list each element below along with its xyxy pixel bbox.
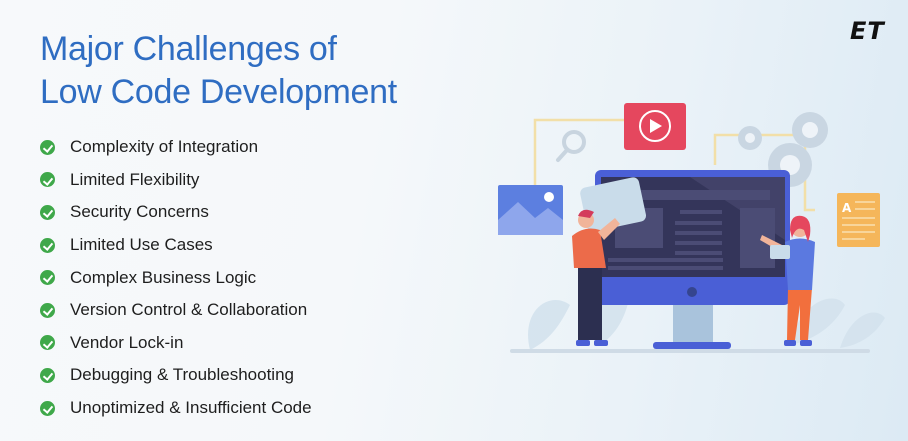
check-icon (40, 367, 55, 383)
list-item-label: Vendor Lock-in (70, 332, 184, 352)
woman-figure (760, 215, 815, 346)
challenges-list: Complexity of Integration Limited Flexib… (40, 131, 312, 424)
list-item-label: Limited Use Cases (70, 235, 213, 255)
list-item: Debugging & Troubleshooting (40, 359, 312, 392)
ground-line (510, 349, 870, 353)
held-panel (580, 177, 647, 232)
check-icon (40, 237, 55, 253)
list-item: Security Concerns (40, 196, 312, 229)
svg-text:A: A (842, 201, 852, 215)
list-item: Limited Use Cases (40, 229, 312, 262)
list-item: Vendor Lock-in (40, 327, 312, 360)
document-icon: A (837, 193, 880, 247)
list-item-label: Security Concerns (70, 202, 209, 222)
list-item-label: Debugging & Troubleshooting (70, 365, 294, 385)
image-icon (498, 185, 563, 235)
check-icon (40, 302, 55, 318)
list-item: Limited Flexibility (40, 164, 312, 197)
search-icon (556, 130, 586, 162)
check-icon (40, 172, 55, 188)
check-icon (40, 139, 55, 155)
list-item: Unoptimized & Insufficient Code (40, 392, 312, 425)
check-icon (40, 204, 55, 220)
list-item-label: Limited Flexibility (70, 169, 200, 189)
title-line-2: Low Code Development (40, 73, 397, 111)
list-item-label: Complex Business Logic (70, 267, 257, 287)
check-icon (40, 335, 55, 351)
list-item: Version Control & Collaboration (40, 294, 312, 327)
list-item-label: Unoptimized & Insufficient Code (70, 398, 312, 418)
video-play-icon (624, 103, 686, 150)
illustration: A (498, 103, 885, 353)
list-item-label: Complexity of Integration (70, 137, 259, 157)
man-figure (572, 209, 620, 346)
check-icon (40, 400, 55, 416)
list-item-label: Version Control & Collaboration (70, 300, 308, 320)
list-item: Complexity of Integration (40, 131, 312, 164)
title-line-1: Major Challenges of (40, 30, 337, 68)
check-icon (40, 270, 55, 286)
list-item: Complex Business Logic (40, 261, 312, 294)
page-title: Major Challenges of Low Code Development (40, 28, 397, 114)
et-logo: ET (850, 17, 885, 45)
